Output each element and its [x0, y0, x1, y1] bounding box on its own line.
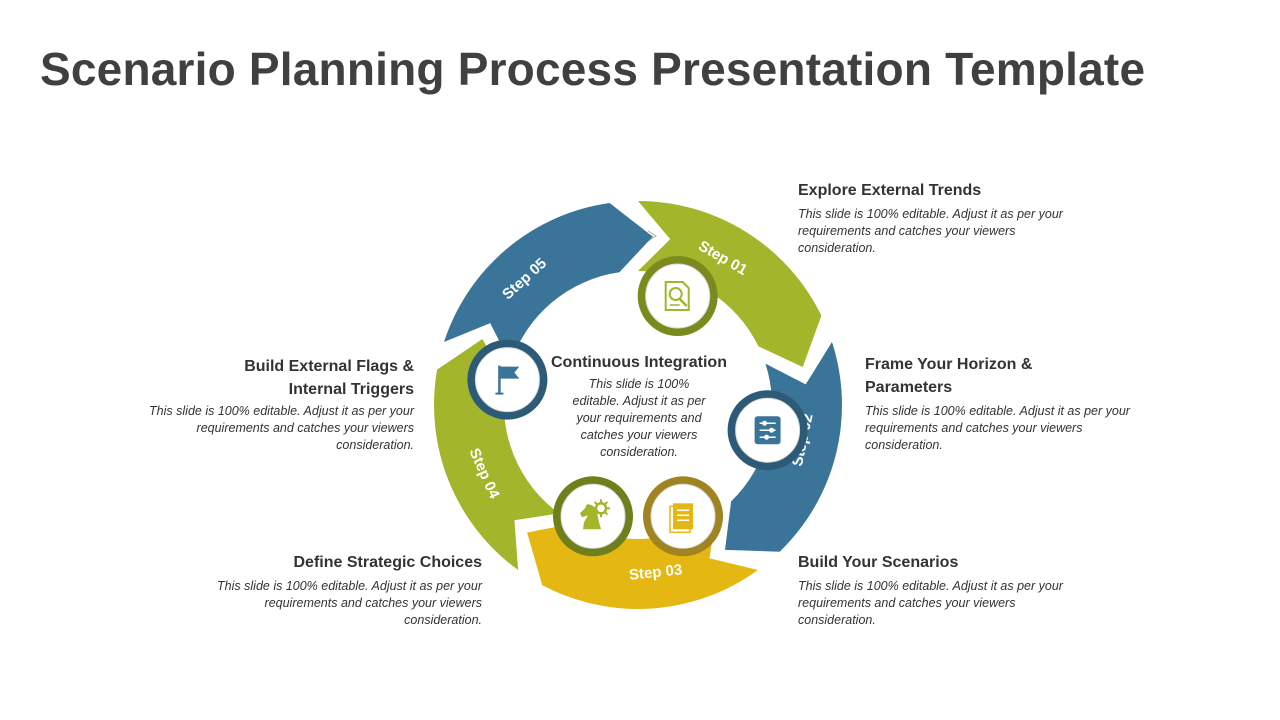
center-text: Continuous Integration This slide is 100…	[538, 351, 740, 461]
step-1-arrow	[638, 200, 822, 367]
step-03-text: Build Your Scenarios This slide is 100% …	[798, 551, 1098, 629]
sliders-icon	[754, 416, 781, 445]
step-02-heading: Frame Your Horizon & Parameters	[865, 356, 1033, 396]
document-search-icon	[664, 281, 690, 311]
step-02-desc-block: This slide is 100% editable. Adjust it a…	[865, 403, 1145, 454]
step-5-arrow	[444, 203, 653, 364]
step-01-text: Explore External Trends This slide is 10…	[798, 179, 1098, 257]
step-05-text: Build External Flags & Internal Triggers	[214, 355, 414, 401]
step-05-heading: Build External Flags & Internal Triggers	[244, 358, 414, 398]
step-04-text: Define Strategic Choices This slide is 1…	[182, 551, 482, 629]
step-5-icon-circle	[467, 339, 548, 420]
step-2-icon-circle	[727, 390, 808, 471]
step-4-icon-circle	[553, 476, 633, 557]
step-3-label: Step 03	[628, 561, 683, 583]
step-05-description: This slide is 100% editable. Adjust it a…	[149, 404, 414, 452]
flag-icon	[495, 365, 520, 395]
step-01-description: This slide is 100% editable. Adjust it a…	[798, 207, 1063, 255]
center-description: This slide is 100% editable. Adjust it a…	[572, 377, 706, 459]
step-04-heading: Define Strategic Choices	[293, 554, 483, 571]
step-02-text: Frame Your Horizon & Parameters	[865, 353, 1065, 399]
step-03-heading: Build Your Scenarios	[798, 554, 959, 571]
step-03-description: This slide is 100% editable. Adjust it a…	[798, 579, 1063, 627]
page-title: Scenario Planning Process Presentation T…	[40, 43, 1146, 95]
center-heading: Continuous Integration	[551, 354, 727, 371]
step-01-heading: Explore External Trends	[798, 182, 982, 199]
step-02-description: This slide is 100% editable. Adjust it a…	[865, 404, 1130, 452]
step-icon-circles	[467, 256, 808, 557]
chess-knight-icon	[580, 499, 610, 530]
connector-arrowhead	[647, 230, 658, 242]
step-04-description: This slide is 100% editable. Adjust it a…	[217, 579, 482, 627]
step-1-icon-circle	[637, 256, 718, 336]
step-4-arrow	[434, 339, 560, 570]
notes-icon	[669, 503, 693, 534]
step-05-desc-block: This slide is 100% editable. Adjust it a…	[134, 403, 414, 454]
step-3-icon-circle	[643, 476, 723, 557]
